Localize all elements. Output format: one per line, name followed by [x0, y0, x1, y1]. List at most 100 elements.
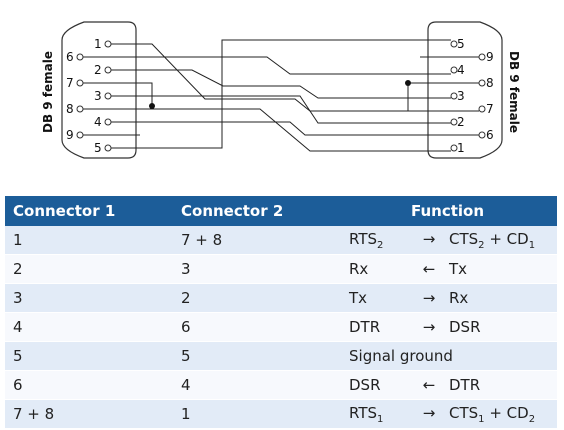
function-target-signal: Rx — [449, 289, 468, 307]
wire-l2-r3 — [111, 69, 451, 99]
cell-connector-2: 1 — [173, 399, 341, 429]
wire-l3-r2 — [111, 95, 451, 124]
cell-connector-2: 7 + 8 — [173, 226, 341, 255]
function-source-signal: DTR — [349, 318, 409, 336]
left-pin-6: 6 — [66, 50, 74, 64]
right-pin-3: 3 — [457, 89, 465, 103]
function-target-signal: Tx — [449, 260, 467, 278]
left-pin-9: 9 — [66, 128, 74, 142]
cell-connector-2: 6 — [173, 312, 341, 342]
left-pin-8: 8 — [66, 102, 74, 116]
cell-function: DSR ← DTR — [341, 370, 557, 400]
function-target-signal: DSR — [449, 318, 481, 336]
cell-connector-1: 7 + 8 — [5, 399, 173, 429]
wiring-diagram: DB 9 female DB 9 female 1 2 3 4 5 6 7 8 … — [41, 21, 521, 159]
cell-function: RTS1→CTS1 + CD2 — [341, 399, 557, 429]
cell-connector-1: 5 — [5, 341, 173, 371]
right-pin-1: 1 — [457, 141, 465, 155]
header-connector-2: Connector 2 — [173, 196, 341, 226]
cell-function: RTS2→CTS2 + CD1 — [341, 226, 557, 255]
arrow-right-icon: → — [422, 229, 436, 248]
right-junction-dot — [405, 80, 411, 86]
right-pin-2: 2 — [457, 115, 465, 129]
arrow-right-icon: → — [422, 318, 436, 336]
cell-connector-1: 6 — [5, 370, 173, 400]
arrow-left-icon: ← — [422, 260, 436, 278]
cell-connector-2: 2 — [173, 283, 341, 313]
signal-name: RTS — [349, 229, 378, 248]
signal-name: DTR — [349, 318, 381, 336]
wire-l1-r7-r8 — [111, 43, 479, 112]
function-source-signal: Tx — [349, 289, 409, 307]
left-pin-7: 7 — [66, 76, 74, 90]
cell-connector-1: 1 — [5, 226, 173, 255]
signal-subscript: 1 — [478, 413, 485, 425]
signal-name: DTR — [449, 376, 481, 394]
wire-l7-l8-bridge — [83, 82, 153, 110]
right-pin-6: 6 — [486, 128, 494, 142]
signal-name: Tx — [349, 289, 368, 307]
function-source-signal: RTS2 — [349, 230, 409, 251]
signal-name: RTS — [349, 403, 378, 422]
signal-extra: + CD — [484, 403, 529, 422]
signal-name: DSR — [449, 318, 481, 336]
right-connector-label: DB 9 female — [507, 51, 521, 133]
right-pin-4: 4 — [457, 63, 465, 77]
arrow-right-icon: → — [422, 289, 436, 307]
wire-l78-r1 — [152, 108, 451, 152]
cell-function: Signal ground — [341, 341, 557, 371]
function-target-signal: CTS1 + CD2 — [449, 404, 535, 425]
arrow-right-icon: → — [422, 403, 436, 422]
signal-name: CTS — [449, 403, 479, 422]
wire-l4-r6 — [111, 121, 479, 136]
arrow-left-icon: ← — [422, 376, 436, 394]
signal-subscript: 1 — [528, 239, 536, 251]
wire-l5-r5 — [111, 39, 451, 149]
signal-subscript: 2 — [478, 239, 485, 251]
right-pin-7: 7 — [486, 102, 494, 116]
function-text: Signal ground — [349, 347, 453, 365]
cell-connector-2: 4 — [173, 370, 341, 400]
cell-connector-2: 5 — [173, 341, 341, 371]
signal-subscript: 2 — [377, 239, 384, 251]
cell-connector-1: 2 — [5, 254, 173, 284]
cell-function: Rx ← Tx — [341, 254, 557, 284]
cell-connector-2: 3 — [173, 254, 341, 284]
header-connector-1: Connector 1 — [5, 196, 173, 226]
cell-function: DTR → DSR — [341, 312, 557, 342]
signal-extra: + CD — [484, 229, 529, 248]
function-target-signal: DTR — [449, 376, 480, 394]
table-header-row: Connector 1 Connector 2 Function — [5, 196, 557, 226]
left-pin-4: 4 — [94, 115, 102, 129]
right-pin-9: 9 — [486, 50, 494, 64]
cell-connector-1: 3 — [5, 283, 173, 313]
left-junction-dot — [149, 103, 155, 109]
signal-name: Tx — [449, 260, 468, 278]
right-pin-circles — [450, 40, 486, 152]
function-source-signal: Rx — [349, 260, 409, 278]
cell-function: Tx → Rx — [341, 283, 557, 313]
signal-name: DSR — [349, 376, 381, 394]
function-source-signal: DSR — [349, 376, 409, 394]
left-pin-3: 3 — [94, 89, 102, 103]
cell-connector-1: 4 — [5, 312, 173, 342]
wires — [83, 39, 479, 152]
wire-l6-r4 — [83, 56, 451, 75]
signal-subscript: 1 — [377, 413, 384, 425]
signal-name: Rx — [349, 260, 369, 278]
right-pin-5: 5 — [457, 37, 465, 51]
right-pin-8: 8 — [486, 76, 494, 90]
function-source-signal: RTS1 — [349, 404, 409, 425]
left-pin-2: 2 — [94, 63, 102, 77]
left-connector-label: DB 9 female — [41, 51, 55, 133]
left-pin-5: 5 — [94, 141, 102, 155]
